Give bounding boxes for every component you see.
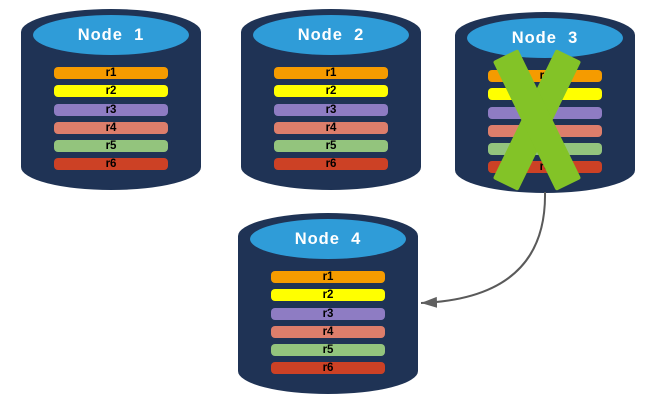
replica-row: r5 [274,140,388,153]
node-label: Node 4 [294,229,362,248]
arrow-curve [420,191,547,308]
replica-list: r1 r2 r3 r4 r5 r6 [274,67,388,177]
cylinder-top [250,219,406,259]
node-label: Node 3 [511,28,579,47]
replica-row: r2 [54,85,168,98]
replica-row: r6 [54,158,168,171]
replica-row: r4 [271,325,385,338]
replica-list: r1 r2 r3 r4 r5 r6 [54,67,168,177]
replica-row: r1 [54,67,168,79]
db-node-1: Node 1 r1 r2 r3 r4 r5 r6 [21,9,201,190]
replica-row: r5 [271,344,385,357]
replica-row: r4 [274,121,388,134]
replica-row: r1 [274,67,388,79]
failure-x-icon [493,49,581,191]
node-label: Node 2 [297,25,365,44]
db-node-3: Node 3 r1 r2 r3 r4 r5 r6 [455,12,635,193]
replica-row: r2 [274,85,388,98]
db-node-4: Node 4 r1 r2 r3 r4 r5 r6 [238,213,418,394]
replica-row: r6 [274,158,388,171]
db-node-2: Node 2 r1 r2 r3 r4 r5 r6 [241,9,421,190]
cylinder-top [467,18,623,58]
replica-row: r5 [54,140,168,153]
replica-row: r6 [271,362,385,375]
replica-row: r3 [271,307,385,320]
replica-row: r1 [271,271,385,283]
replica-list: r1 r2 r3 r4 r5 r6 [271,271,385,381]
replica-row: r2 [271,289,385,302]
replica-row: r3 [54,103,168,116]
replica-row: r3 [274,103,388,116]
cylinder-top [33,15,189,55]
cylinder-top [253,15,409,55]
replica-row: r4 [54,121,168,134]
node-label: Node 1 [77,25,145,44]
